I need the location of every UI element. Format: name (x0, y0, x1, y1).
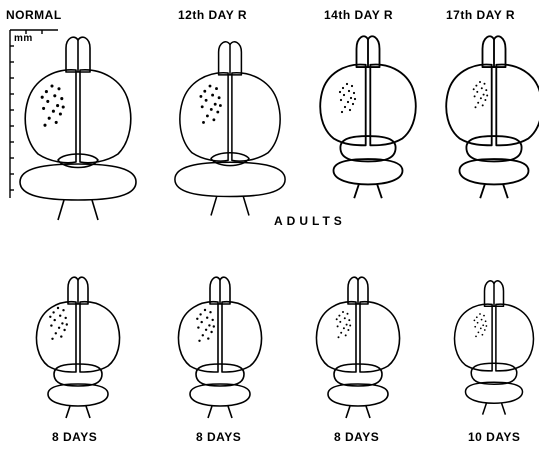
stipple-12th (199, 85, 221, 124)
scale-bar (10, 30, 58, 198)
label-adults: ADULTS (274, 214, 346, 228)
stipple-17th (473, 81, 488, 108)
stipple-young-4 (474, 313, 488, 337)
label-young-2: 8 DAYS (196, 430, 241, 444)
label-14th-day: 14th DAY R (324, 8, 393, 22)
label-17th-day: 17th DAY R (446, 8, 515, 22)
stipple-normal (41, 84, 65, 126)
brain-young-2 (178, 277, 261, 418)
stipple-young-2 (196, 309, 215, 342)
label-normal: NORMAL (6, 8, 62, 22)
label-young-3: 8 DAYS (334, 430, 379, 444)
brain-young-3 (316, 277, 399, 418)
stipple-young-3 (336, 311, 351, 338)
brain-17th-day (446, 36, 539, 198)
brain-normal (20, 37, 136, 220)
label-young-4: 10 DAYS (468, 430, 520, 444)
label-12th-day: 12th DAY R (178, 8, 247, 22)
scale-unit-label: mm (14, 33, 33, 44)
label-young-1: 8 DAYS (52, 430, 97, 444)
brain-12th-day (175, 42, 285, 216)
brain-young-1 (36, 277, 119, 418)
stipple-young-1 (49, 307, 68, 340)
brain-14th-day (320, 36, 416, 198)
brain-young-4 (455, 281, 534, 415)
stipple-14th (339, 83, 356, 113)
